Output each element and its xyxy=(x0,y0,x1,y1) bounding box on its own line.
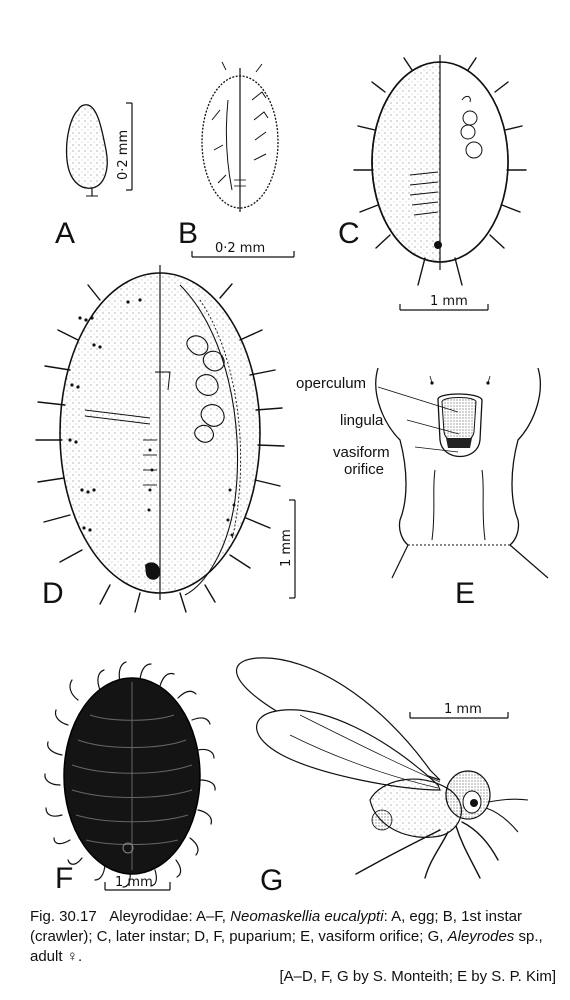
scale-bar-f: 1 mm xyxy=(104,875,171,891)
scale-label-b: 0·2 mm xyxy=(215,241,265,256)
panel-d-puparium xyxy=(35,265,285,613)
label-lingula: lingula xyxy=(340,412,384,429)
panel-a-egg xyxy=(65,104,108,197)
label-operculum: operculum xyxy=(296,375,366,392)
caption-species-1: Neomaskellia eucalypti xyxy=(230,908,384,925)
caption-body-2: sp., adult ♀. xyxy=(30,928,543,965)
caption-species-2: Aleyrodes xyxy=(447,928,515,945)
figure-plate: 0·2 mm A B 0·2 mm xyxy=(35,55,549,897)
panel-c-later-instar xyxy=(353,55,527,286)
panel-letter-e: E xyxy=(455,577,475,610)
scale-label-c: 1 mm xyxy=(430,294,468,309)
scale-label-a: 0·2 mm xyxy=(116,130,131,180)
e-label-lines xyxy=(377,386,460,453)
scale-bar-a: 0·2 mm xyxy=(116,102,133,191)
caption-fig-number: Fig. 30.17 xyxy=(30,908,97,925)
panel-letter-a: A xyxy=(55,217,75,250)
caption-family: Aleyrodidae: A–F, xyxy=(109,908,231,925)
panel-letter-g: G xyxy=(260,864,283,897)
scale-bar-g: 1 mm xyxy=(409,702,509,719)
caption-credit: [A–D, F, G by S. Monteith; E by S. P. Ki… xyxy=(279,968,557,985)
figure-caption: Fig. 30.17 Aleyrodidae: A–F, Neomaskelli… xyxy=(30,907,556,987)
label-orifice: orifice xyxy=(344,461,384,478)
scale-label-f: 1 mm xyxy=(115,875,153,890)
label-vasiform: vasiform xyxy=(333,444,390,461)
panel-b-crawler xyxy=(201,61,279,212)
scale-label-d: 1 mm xyxy=(279,529,294,567)
panel-f-puparium xyxy=(44,661,216,888)
scale-bar-c: 1 mm xyxy=(399,294,489,311)
panel-letter-f: F xyxy=(55,862,73,895)
scale-bar-d: 1 mm xyxy=(279,499,296,599)
panel-e-vasiform-orifice xyxy=(375,367,549,579)
scale-label-g: 1 mm xyxy=(444,702,482,717)
caption-body-1: : A, egg; B, 1st instar (crawler); C, la… xyxy=(30,908,522,945)
panel-letter-b: B xyxy=(178,217,198,250)
scale-bar-b: 0·2 mm xyxy=(191,241,295,258)
caption-text: Fig. 30.17 Aleyrodidae: A–F, Neomaskelli… xyxy=(30,907,556,967)
panel-letter-c: C xyxy=(338,217,360,250)
panel-g-adult xyxy=(235,657,529,879)
panel-letter-d: D xyxy=(42,577,64,610)
